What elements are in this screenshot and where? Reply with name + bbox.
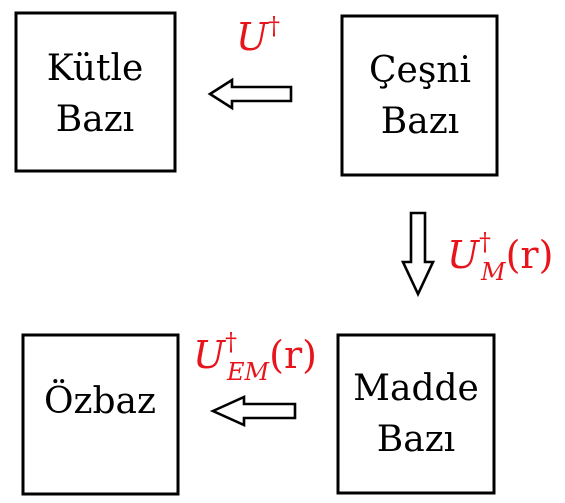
- flavor-basis-box: Çeşni Bazı: [340, 14, 499, 177]
- operator-flavor-to-matter: U†M(r): [447, 228, 553, 286]
- operator-matter-to-eigen: U†EM(r): [193, 328, 317, 386]
- matter-basis-line1: Madde: [353, 368, 479, 409]
- matter-basis-line2: Bazı: [377, 419, 455, 460]
- operator-flavor-to-mass: U†: [236, 12, 280, 59]
- left-arrow-top: [207, 77, 293, 111]
- flavor-basis-line2: Bazı: [381, 101, 459, 142]
- eigen-basis-label: Özbaz: [44, 380, 156, 422]
- down-arrow: [400, 211, 436, 298]
- eigen-basis-box: Özbaz: [21, 333, 180, 496]
- mass-basis-box: Kütle Bazı: [14, 11, 177, 173]
- left-arrow-bottom: [209, 394, 297, 428]
- mass-basis-line2: Bazı: [56, 99, 134, 140]
- mass-basis-line1: Kütle: [47, 48, 144, 89]
- flavor-basis-line1: Çeşni: [369, 50, 471, 91]
- matter-basis-box: Madde Bazı: [336, 333, 496, 495]
